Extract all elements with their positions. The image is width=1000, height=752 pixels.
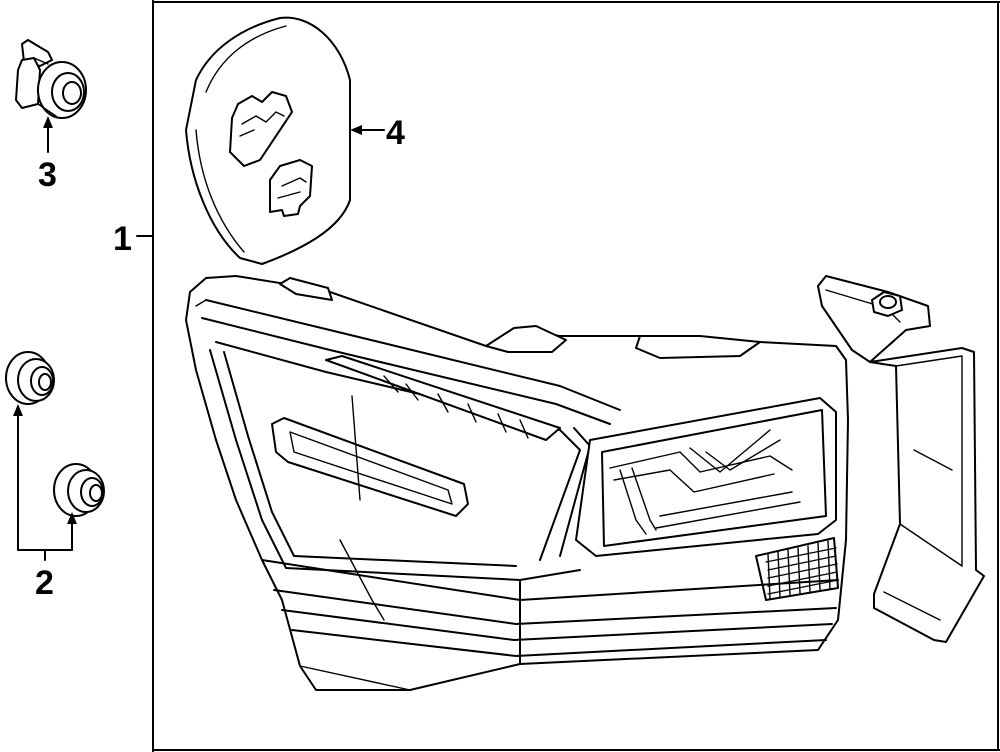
- assembly-frame: [152, 0, 1000, 752]
- mounting-bracket[interactable]: [817, 275, 985, 643]
- callout-4-label: 4: [386, 114, 405, 152]
- part-2-grommet-lower[interactable]: [53, 463, 105, 517]
- callout-1[interactable]: 1: [113, 220, 154, 258]
- callout-2-label: 2: [35, 564, 54, 602]
- callout-4[interactable]: 4: [350, 114, 405, 152]
- callout-3-label: 3: [38, 156, 57, 194]
- callout-1-label: 1: [113, 220, 132, 258]
- callout-3[interactable]: 3: [38, 116, 57, 194]
- tail-lamp-assembly[interactable]: [185, 275, 849, 691]
- part-2-grommet-upper[interactable]: [5, 351, 55, 405]
- callout-2[interactable]: 2: [13, 404, 77, 602]
- part-3-connector[interactable]: [15, 39, 87, 119]
- part-4-cover[interactable]: [185, 16, 351, 265]
